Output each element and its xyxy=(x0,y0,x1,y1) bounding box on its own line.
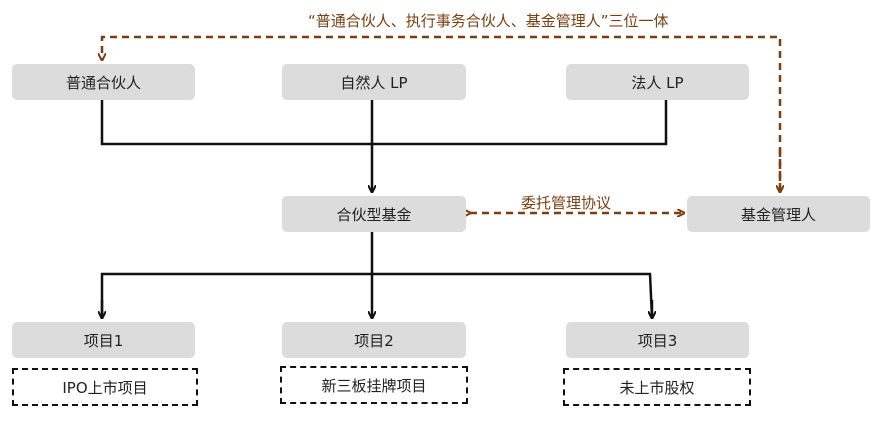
project3-type: 未上市股权 xyxy=(563,368,751,406)
manager-box: 基金管理人 xyxy=(687,196,870,232)
project1-box: 项目1 xyxy=(12,322,195,358)
projects-branch-line xyxy=(100,272,654,319)
project2-type: 新三板挂牌项目 xyxy=(280,366,468,404)
gp-box: 普通合伙人 xyxy=(12,64,195,100)
natural-lp-box: 自然人 LP xyxy=(282,64,466,100)
trinity-label: “普通合伙人、执行事务合伙人、基金管理人”三位一体 xyxy=(308,12,669,30)
project3-box: 项目3 xyxy=(566,322,749,358)
project1-type: IPO上市项目 xyxy=(12,368,198,406)
investor-merge-line xyxy=(100,100,668,146)
agreement-label: 委托管理协议 xyxy=(521,194,612,212)
fund-box: 合伙型基金 xyxy=(282,196,466,232)
legal-lp-box: 法人 LP xyxy=(566,64,749,100)
project2-box: 项目2 xyxy=(282,322,466,358)
trinity-connector xyxy=(102,35,782,190)
